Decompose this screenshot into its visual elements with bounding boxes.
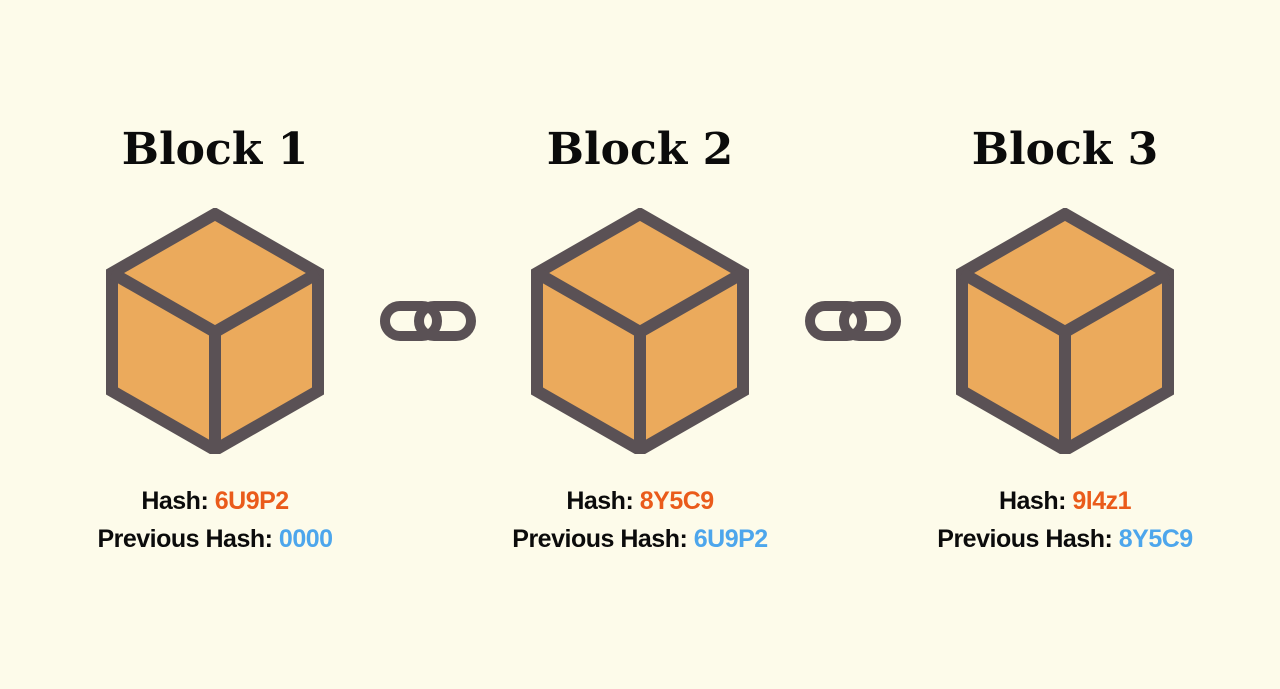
hash-label: Hash:: [998, 487, 1066, 515]
block-title: Block 3: [971, 124, 1159, 175]
hash-value: 9l4z1: [1072, 487, 1132, 515]
previous-hash-value: 6U9P2: [693, 525, 768, 553]
previous-hash-value: 8Y5C9: [1118, 525, 1193, 553]
hash-row: Hash: 8Y5C9: [427, 483, 853, 519]
hash-row: Hash: 6U9P2: [2, 483, 428, 519]
previous-hash-value: 0000: [278, 525, 333, 553]
cube-icon: [106, 208, 324, 454]
previous-hash-row: Previous Hash: 8Y5C9: [852, 521, 1278, 557]
cube-icon: [956, 208, 1174, 454]
hash-label: Hash:: [141, 487, 209, 515]
chain-link-icon: [380, 301, 476, 341]
hash-value: 8Y5C9: [639, 487, 714, 515]
previous-hash-label: Previous Hash:: [512, 525, 688, 553]
previous-hash-label: Previous Hash:: [937, 525, 1113, 553]
hash-value: 6U9P2: [214, 487, 289, 515]
chain-link-icon: [805, 301, 901, 341]
previous-hash-row: Previous Hash: 6U9P2: [427, 521, 853, 557]
block-title: Block 2: [546, 124, 734, 175]
block-title: Block 1: [121, 124, 309, 175]
cube-icon: [531, 208, 749, 454]
hash-row: Hash: 9l4z1: [852, 483, 1278, 519]
hash-label: Hash:: [566, 487, 634, 515]
previous-hash-label: Previous Hash:: [97, 525, 273, 553]
previous-hash-row: Previous Hash: 0000: [2, 521, 428, 557]
